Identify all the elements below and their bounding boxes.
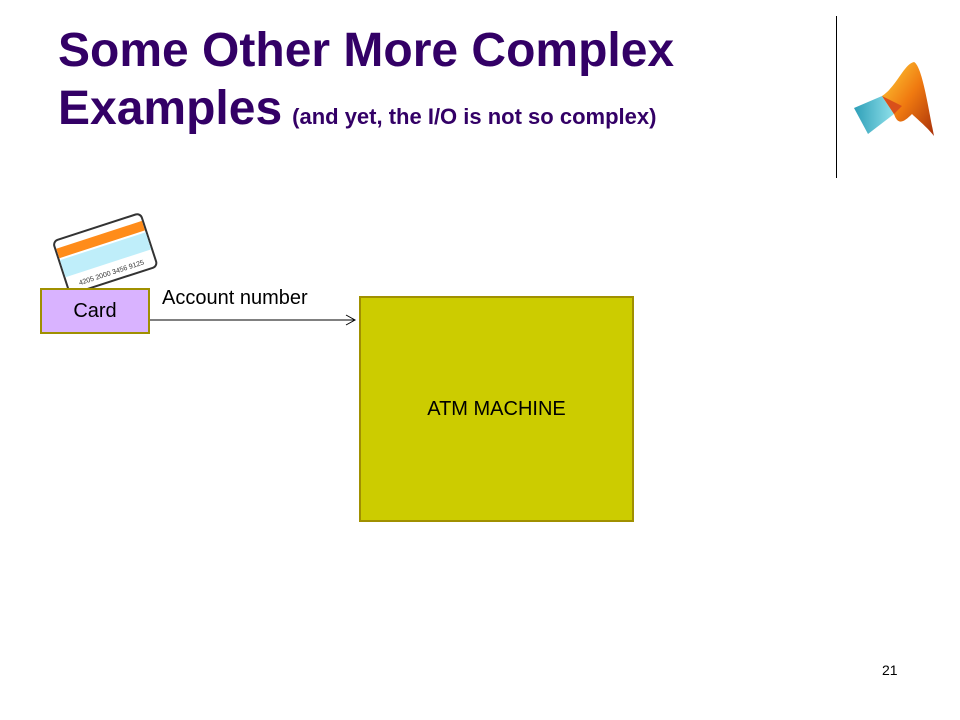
atm-machine-node: ATM MACHINE <box>359 296 634 522</box>
account-number-label: Account number <box>162 287 308 309</box>
slide-title-sub: (and yet, the I/O is not so complex) <box>292 104 657 129</box>
credit-card-icon: 4205 2000 3456 9125 <box>53 213 158 295</box>
matlab-logo-icon <box>854 62 934 136</box>
title-divider <box>836 16 837 178</box>
card-node: Card <box>40 288 150 334</box>
account-number-arrow <box>150 314 357 326</box>
page-number: 21 <box>882 662 898 678</box>
slide-title-main: Some Other More Complex Examples <box>58 24 675 135</box>
atm-machine-label: ATM MACHINE <box>427 397 566 420</box>
card-node-label: Card <box>73 299 117 322</box>
slide-title: Some Other More Complex Examples(and yet… <box>58 22 818 146</box>
